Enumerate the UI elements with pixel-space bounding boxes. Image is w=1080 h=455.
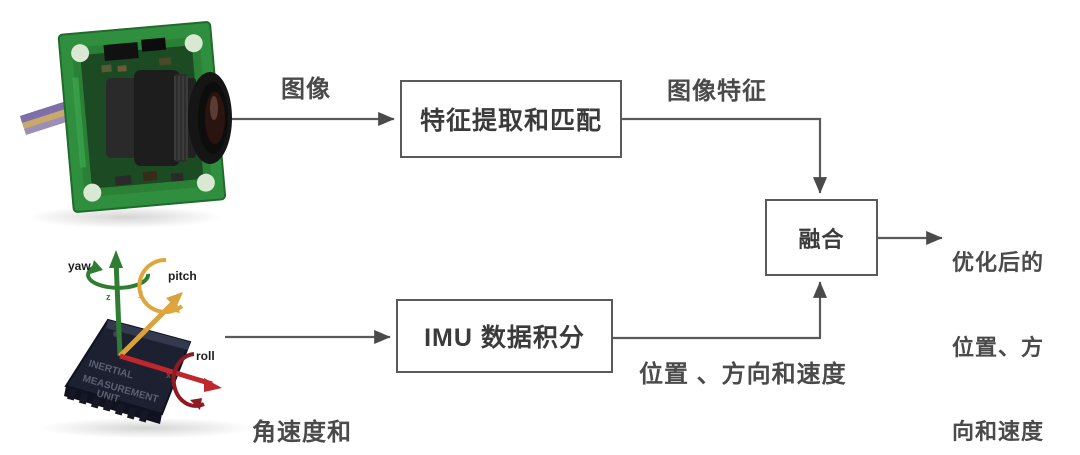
camera-module-photo [20,21,232,213]
imu-axis-roll: roll x [119,349,222,410]
imu-chip-body: INERTIAL MEASUREMENT UNIT [64,318,192,424]
svg-text:y: y [138,288,143,298]
imu-axis-yaw: yaw z [68,250,151,357]
edge-label-imu-output: 位置 、方向和速度 [639,361,847,388]
svg-text:x: x [166,370,171,380]
imu-shadow [42,418,252,438]
edge-label-fusion-output-line2: 位置、方 [952,334,1045,360]
svg-text:roll: roll [196,349,215,363]
imu-chip-photo: INERTIAL MEASUREMENT UNIT yaw z pitch y [64,250,222,424]
edge-label-fusion-output-line3: 向和速度 [952,419,1045,445]
camera-lens [106,70,232,166]
edge-label-imu-input-line1: 角速度和 [252,419,352,447]
svg-text:yaw: yaw [68,259,91,273]
svg-text:pitch: pitch [168,269,197,283]
edge-label-image: 图像 [281,76,331,103]
edge-feature-to-fusion [622,117,828,194]
node-fusion[interactable]: 融合 [765,199,878,276]
node-imu-integration[interactable]: IMU 数据积分 [396,299,613,373]
node-feature-extraction[interactable]: 特征提取和匹配 [400,80,622,158]
edge-label-imu-input: 角速度和 线加速度 [252,357,352,455]
edge-imu-to-fusion [613,281,828,340]
edge-label-fusion-output: 优化后的 位置、方 向和速度 [952,193,1044,455]
edge-label-fusion-output-line1: 优化后的 [952,250,1045,276]
imu-axis-pitch: pitch y [118,257,197,358]
edge-label-image-features: 图像特征 [667,78,767,105]
svg-text:z: z [106,292,111,302]
